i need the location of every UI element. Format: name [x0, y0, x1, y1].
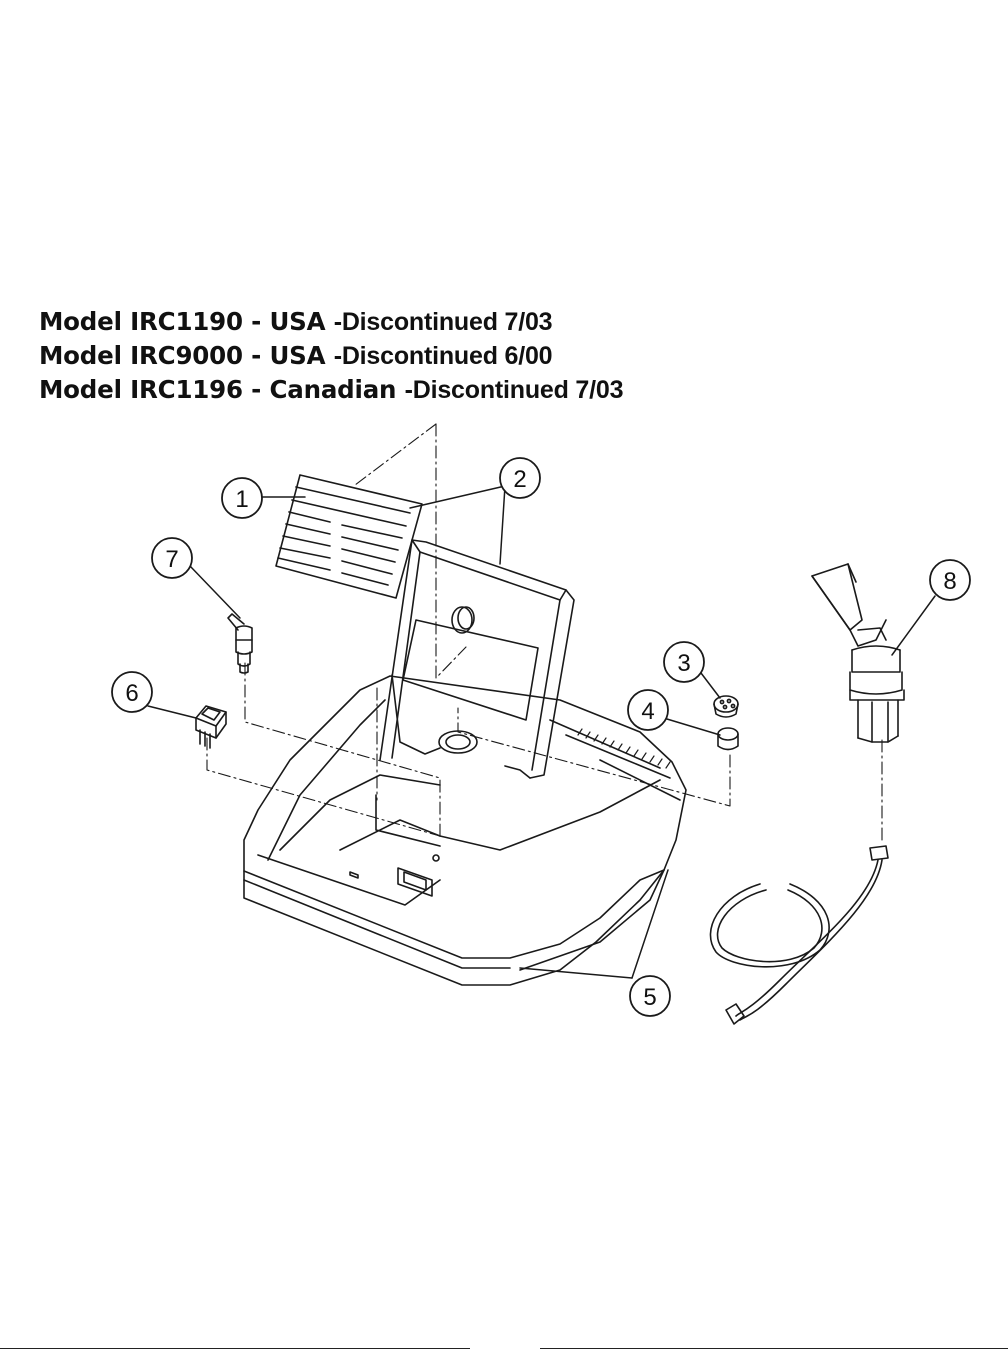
label-plate-part [275, 474, 423, 599]
callout-2: 2 [499, 457, 541, 499]
assembly-center-lines [206, 423, 883, 845]
callout-6: 6 [111, 671, 153, 713]
title-line-3: Model IRC1196 - Canadian -Discontinued 7… [39, 373, 623, 407]
cabinet-part [243, 674, 687, 986]
callout-7: 7 [151, 537, 193, 579]
model-name: Model IRC9000 - USA [39, 341, 334, 370]
nebulizer-kit-part [709, 563, 905, 1025]
discontinued-status: -Discontinued 7/03 [333, 308, 553, 336]
callout-label: 5 [643, 984, 656, 1011]
model-name: Model IRC1190 - USA [39, 307, 334, 336]
title-line-1: Model IRC1190 - USA -Discontinued 7/03 [39, 305, 623, 339]
footer-rule-right [540, 1348, 1008, 1349]
leader-lines [147, 485, 936, 979]
filter-cap-part [713, 695, 739, 718]
callout-3: 3 [663, 641, 705, 683]
callout-label: 8 [943, 568, 956, 595]
callout-1: 1 [221, 477, 263, 519]
callout-label: 6 [125, 680, 138, 707]
footer-rule-left [0, 1348, 470, 1349]
callouts: 1 2 3 4 5 6 7 8 [111, 457, 971, 1017]
callout-label: 2 [513, 466, 526, 493]
model-name: Model IRC1196 - Canadian [39, 375, 405, 404]
outlet-fitting-part [227, 613, 253, 674]
callout-label: 4 [641, 698, 654, 725]
discontinued-status: -Discontinued 6/00 [333, 342, 553, 370]
callout-label: 1 [235, 486, 248, 513]
callout-label: 3 [677, 650, 690, 677]
model-titles: Model IRC1190 - USA -Discontinued 7/03 M… [39, 305, 623, 407]
callout-8: 8 [929, 559, 971, 601]
callout-5: 5 [629, 975, 671, 1017]
filter-part [717, 727, 739, 751]
power-switch-part [195, 705, 227, 749]
title-line-2: Model IRC9000 - USA -Discontinued 6/00 [39, 339, 623, 373]
callout-4: 4 [627, 689, 669, 731]
discontinued-status: -Discontinued 7/03 [404, 376, 624, 404]
callout-label: 7 [165, 546, 178, 573]
